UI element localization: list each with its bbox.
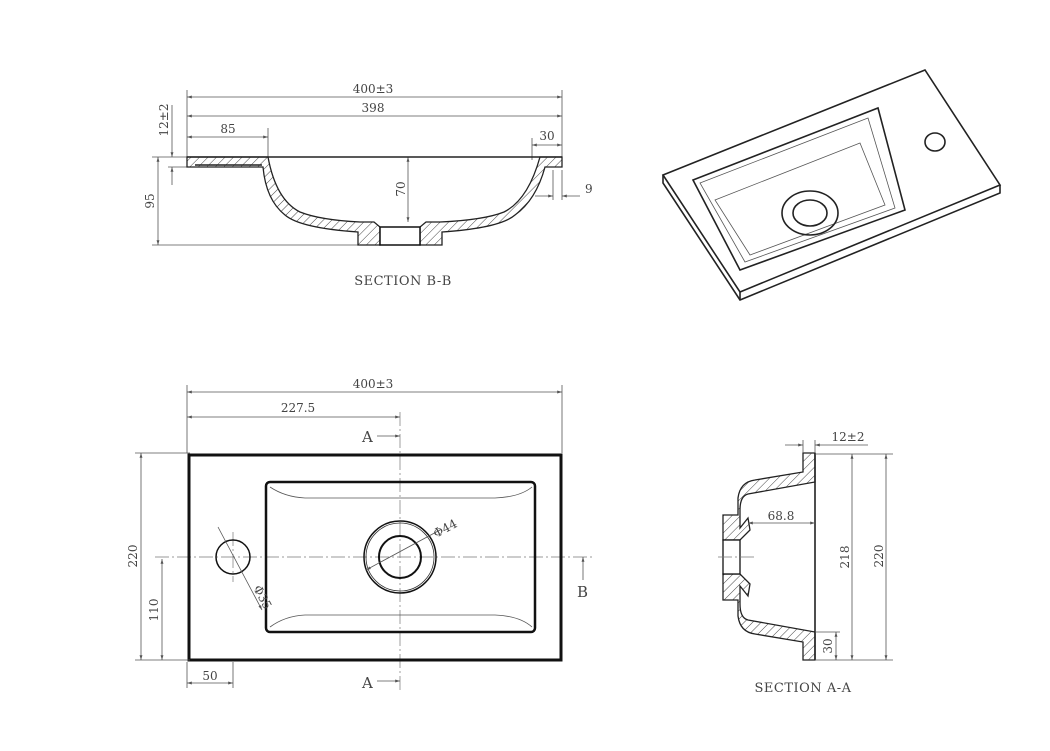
dim-tap-offset: 50	[202, 669, 217, 683]
dim-right: 30	[539, 129, 554, 143]
dim-depth: 70	[394, 181, 408, 196]
section-marker-a-top: A	[361, 428, 373, 446]
section-a-a-title: SECTION A-A	[755, 681, 852, 696]
dim-thickness: 12±2	[157, 104, 171, 137]
section-b-b: 400±3 398 85 30 12±2 95 70 9 SECTION B-B	[143, 82, 593, 289]
dim-bottom: 30	[821, 638, 835, 653]
plan-view: 400±3 227.5 Φ44 Φ35 220 110 50 A	[126, 377, 595, 692]
section-b-b-title: SECTION B-B	[354, 274, 452, 289]
isometric-view	[661, 69, 1002, 301]
section-marker-b: B	[577, 583, 588, 601]
dim-height: 95	[143, 193, 157, 208]
dim-drain-offset: 227.5	[281, 401, 315, 415]
dim-thickness: 12±2	[832, 430, 865, 444]
dim-tap-dia: Φ35	[250, 583, 274, 612]
dim-overall: 220	[872, 545, 886, 568]
dim-small: 9	[585, 182, 593, 196]
dim-half-height: 110	[147, 599, 161, 622]
dim-left: 85	[220, 122, 235, 136]
section-marker-a-bottom: A	[361, 674, 373, 692]
dim-overall: 400±3	[353, 377, 394, 391]
section-a-a: 12±2 68.8 218 220 30 SECTION A-A	[718, 430, 893, 696]
dim-inner: 218	[838, 546, 852, 569]
dim-inner: 398	[362, 101, 385, 115]
dim-overall: 400±3	[353, 82, 394, 96]
dim-depth: 68.8	[768, 509, 795, 523]
dim-drain-dia: Φ44	[431, 516, 460, 540]
dim-height: 220	[126, 545, 140, 568]
